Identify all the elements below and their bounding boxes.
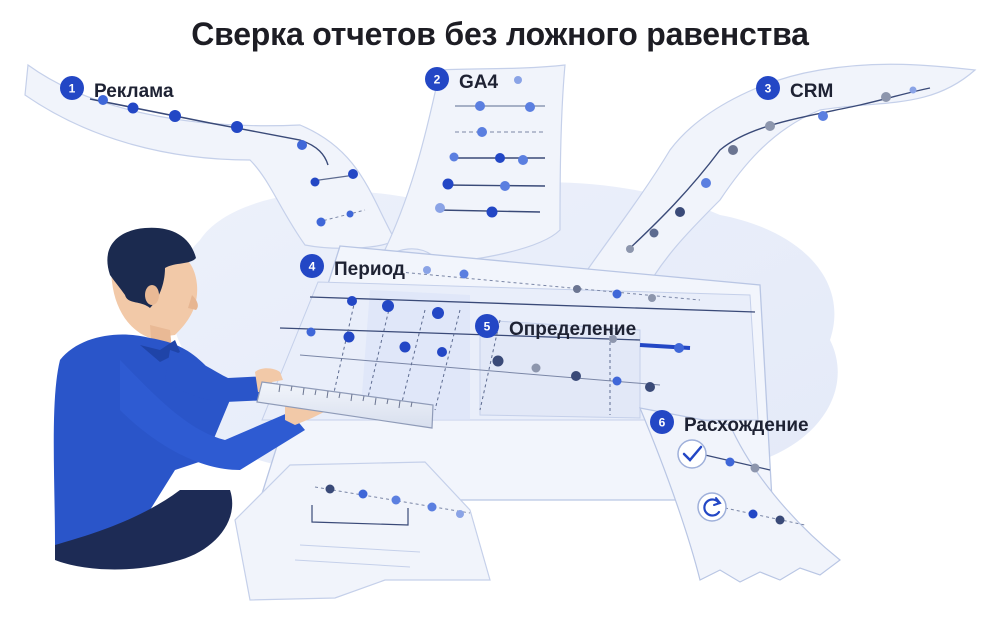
data-point — [399, 341, 411, 353]
data-point — [492, 355, 504, 367]
data-point — [649, 228, 659, 238]
step-6: 6 Расхождение — [650, 410, 809, 436]
ads-ribbon — [24, 63, 396, 249]
data-point — [127, 102, 139, 114]
data-point — [674, 343, 684, 353]
summary-sheet — [234, 461, 491, 601]
data-point — [427, 502, 437, 512]
step-number: 5 — [484, 320, 491, 334]
data-point — [626, 245, 634, 253]
step-badge — [475, 314, 499, 338]
step-4: 4 Период — [300, 254, 405, 280]
step-number: 1 — [69, 82, 76, 96]
data-point — [675, 207, 685, 217]
data-point — [573, 285, 581, 293]
step-badge — [60, 76, 84, 100]
step-badge — [756, 76, 780, 100]
step-number: 2 — [434, 73, 441, 87]
discrepancy-strip — [639, 407, 841, 583]
data-point — [500, 181, 510, 191]
step-1: 1 Реклама — [60, 76, 174, 102]
page-title: Сверка отчетов без ложного равенства — [191, 16, 809, 52]
data-point — [518, 155, 528, 165]
step-label-crm: CRM — [790, 81, 833, 102]
data-point — [477, 127, 487, 137]
step-number: 4 — [309, 260, 316, 274]
data-point — [382, 300, 394, 312]
data-point — [432, 307, 444, 319]
data-point — [475, 101, 485, 111]
step-5: 5 Определение — [475, 314, 636, 340]
step-label-discrepancy: Расхождение — [684, 415, 809, 436]
data-point — [449, 152, 459, 162]
data-point — [495, 153, 505, 163]
data-point — [358, 489, 368, 499]
data-point — [347, 296, 357, 306]
data-point — [881, 92, 891, 102]
data-point — [750, 463, 760, 473]
data-point — [435, 203, 445, 213]
data-point — [325, 484, 335, 494]
crm-ribbon — [574, 63, 977, 301]
data-point — [456, 510, 464, 518]
data-point — [728, 145, 738, 155]
step-label-ga4: GA4 — [459, 72, 499, 93]
step-number: 6 — [659, 416, 666, 430]
data-point — [648, 294, 656, 302]
data-point — [343, 331, 355, 343]
data-point — [748, 509, 758, 519]
step-label-ads: Реклама — [94, 81, 174, 102]
data-point — [442, 178, 454, 190]
step-label-period: Период — [334, 259, 405, 280]
data-point — [169, 110, 181, 122]
data-point — [701, 178, 711, 188]
data-point — [348, 169, 358, 179]
step-badge — [650, 410, 674, 434]
data-point — [818, 111, 828, 121]
data-point — [231, 121, 243, 133]
data-point — [437, 347, 447, 357]
step-badge — [425, 67, 449, 91]
data-point — [725, 457, 735, 467]
data-point — [486, 206, 498, 218]
data-point — [531, 363, 541, 373]
data-point — [775, 515, 785, 525]
step-3: 3 CRM — [756, 76, 833, 102]
step-2: 2 GA4 — [425, 67, 499, 93]
data-point — [346, 210, 354, 218]
data-point — [609, 335, 617, 343]
data-point — [525, 102, 535, 112]
step-number: 3 — [765, 82, 772, 96]
ga4-ribbon — [378, 64, 566, 263]
data-point — [459, 269, 469, 279]
step-label-definition: Определение — [509, 319, 636, 340]
data-point — [98, 95, 108, 105]
data-point — [612, 376, 622, 386]
data-point — [297, 140, 307, 150]
data-point — [765, 121, 775, 131]
data-point — [391, 495, 401, 505]
data-point — [316, 217, 326, 227]
data-point — [306, 327, 316, 337]
data-point — [310, 177, 320, 187]
data-point — [612, 289, 622, 299]
data-point — [645, 382, 655, 392]
ruler — [256, 381, 434, 429]
step-badge — [300, 254, 324, 278]
check-icon — [677, 439, 707, 469]
reconciliation-board — [259, 245, 773, 501]
data-point — [571, 371, 581, 381]
refresh-icon — [697, 492, 727, 522]
